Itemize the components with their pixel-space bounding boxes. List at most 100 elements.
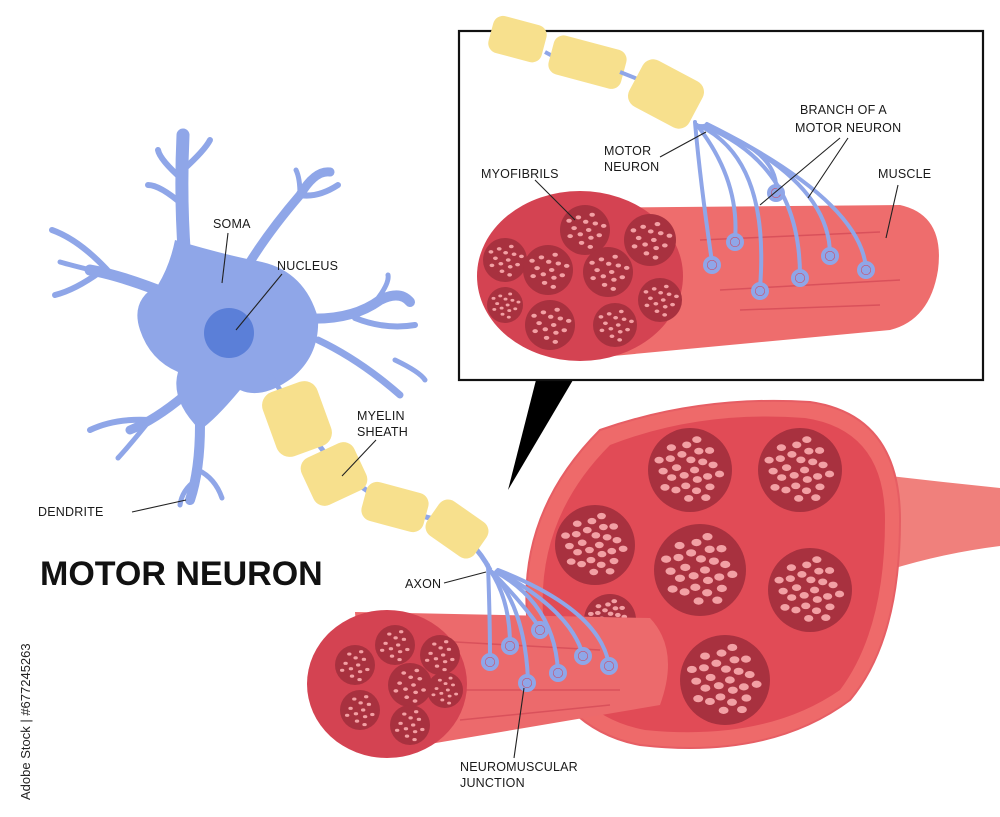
muscle-fiber	[718, 706, 729, 714]
muscle-fiber	[818, 461, 828, 469]
label-soma: SOMA	[213, 217, 251, 231]
muscle-fiber	[611, 277, 617, 282]
muscle-fiber	[358, 650, 364, 654]
muscle-fiber	[602, 608, 608, 613]
muscle-fiber	[796, 456, 806, 464]
muscle-fiber	[662, 313, 668, 317]
muscle-fiber	[791, 606, 801, 614]
muscle-fiber	[647, 229, 654, 234]
muscle-fiber	[503, 251, 509, 255]
muscle-fiber	[781, 464, 792, 471]
muscle-fiber	[536, 321, 542, 326]
fiber-stripe	[719, 279, 901, 291]
muscle-fiber	[608, 270, 615, 274]
muscle-fiber	[565, 318, 572, 323]
muscle-fiber	[561, 532, 570, 539]
muscle-fiber	[434, 687, 439, 690]
muscle-fiber	[615, 263, 622, 268]
muscle-fiber	[684, 494, 694, 502]
muscle-fiber	[607, 611, 614, 616]
muscle-fiber	[438, 646, 443, 650]
muscle-fiber	[424, 658, 430, 662]
muscle-fiber	[658, 467, 668, 475]
muscle-fiber	[812, 556, 822, 563]
muscle-fiber	[609, 557, 619, 565]
muscle-fiber	[393, 636, 398, 640]
muscle-fiber	[654, 456, 664, 464]
muscle-fiber	[531, 313, 537, 318]
muscle-fiber	[808, 458, 818, 466]
muscle-fiber	[353, 656, 358, 660]
fascicle	[420, 635, 460, 675]
muscle-fiber	[661, 243, 668, 248]
muscle-fiber	[643, 251, 650, 256]
axon-terminals	[481, 563, 618, 692]
muscle-fiber	[630, 228, 637, 233]
muscle-fiber	[812, 473, 823, 480]
muscle-fiber	[801, 487, 812, 495]
muscle-fiber	[532, 329, 538, 334]
muscle-fiber	[587, 517, 597, 525]
muscle-fiber	[573, 548, 582, 556]
synaptic-bouton	[825, 251, 835, 261]
muscle-fiber	[402, 712, 407, 716]
synaptic-bouton	[795, 273, 805, 283]
muscle-fiber	[615, 612, 621, 618]
fascicle	[624, 214, 676, 266]
inset-pointer	[508, 380, 573, 490]
muscle-fiber	[540, 310, 547, 315]
muscle-fiber	[600, 274, 607, 279]
muscle-fiber	[686, 665, 697, 674]
muscle-fiber	[541, 280, 548, 285]
myelin-segment	[361, 481, 429, 533]
muscle-fiber	[585, 546, 594, 554]
muscle-fiber	[695, 555, 707, 563]
muscle-fiber	[653, 245, 660, 251]
dendrite-branch	[115, 417, 153, 461]
dendrite-branch	[177, 477, 199, 508]
myelin-segment	[488, 15, 547, 63]
muscle-fiber	[686, 456, 696, 464]
muscle-fiber	[789, 471, 799, 479]
muscle-fiber	[811, 494, 821, 501]
dendrite-branch	[245, 167, 335, 267]
muscle-fiber	[700, 652, 710, 660]
muscle-fiber	[519, 254, 524, 259]
muscle-fiber	[600, 223, 607, 228]
muscle-fiber	[599, 328, 605, 333]
label-branch-line2: MOTOR NEURON	[795, 121, 901, 135]
dendrite-branch	[295, 290, 415, 324]
nucleus	[204, 308, 254, 358]
muscle-fiber	[738, 683, 749, 691]
synaptic-bouton	[755, 286, 765, 296]
muscle-fiber	[412, 699, 418, 703]
dendrite-branch	[125, 390, 190, 435]
muscle-fiber	[699, 566, 711, 574]
muscle-fiber	[635, 235, 642, 241]
muscle-fiber	[666, 233, 673, 238]
muscle-fiber	[421, 688, 426, 692]
muscle-fiber	[550, 323, 557, 327]
muscle-fiber	[507, 265, 513, 269]
muscle-fiber	[398, 630, 404, 634]
myelin-segment	[548, 35, 627, 89]
muscle-fiber	[591, 532, 601, 539]
muscle-fiber	[802, 561, 812, 569]
muscle-fiber	[366, 702, 372, 706]
synaptic-bouton	[771, 188, 781, 198]
synaptic-bouton	[522, 678, 532, 688]
muscle-fiber	[824, 567, 835, 574]
muscle-fiber	[543, 335, 550, 340]
muscle-fiber	[388, 647, 394, 651]
muscle-fiber	[799, 591, 809, 599]
muscle-fiber	[589, 260, 595, 265]
muscle-fiber	[811, 607, 822, 615]
muscle-fiber	[781, 486, 791, 494]
muscle-fiber	[791, 584, 802, 591]
muscle-fiber	[538, 255, 545, 260]
muscle-fiber	[499, 306, 504, 310]
muscle-fiber	[437, 678, 442, 682]
muscle-fiber	[629, 319, 634, 324]
muscle-fiber	[559, 273, 566, 278]
